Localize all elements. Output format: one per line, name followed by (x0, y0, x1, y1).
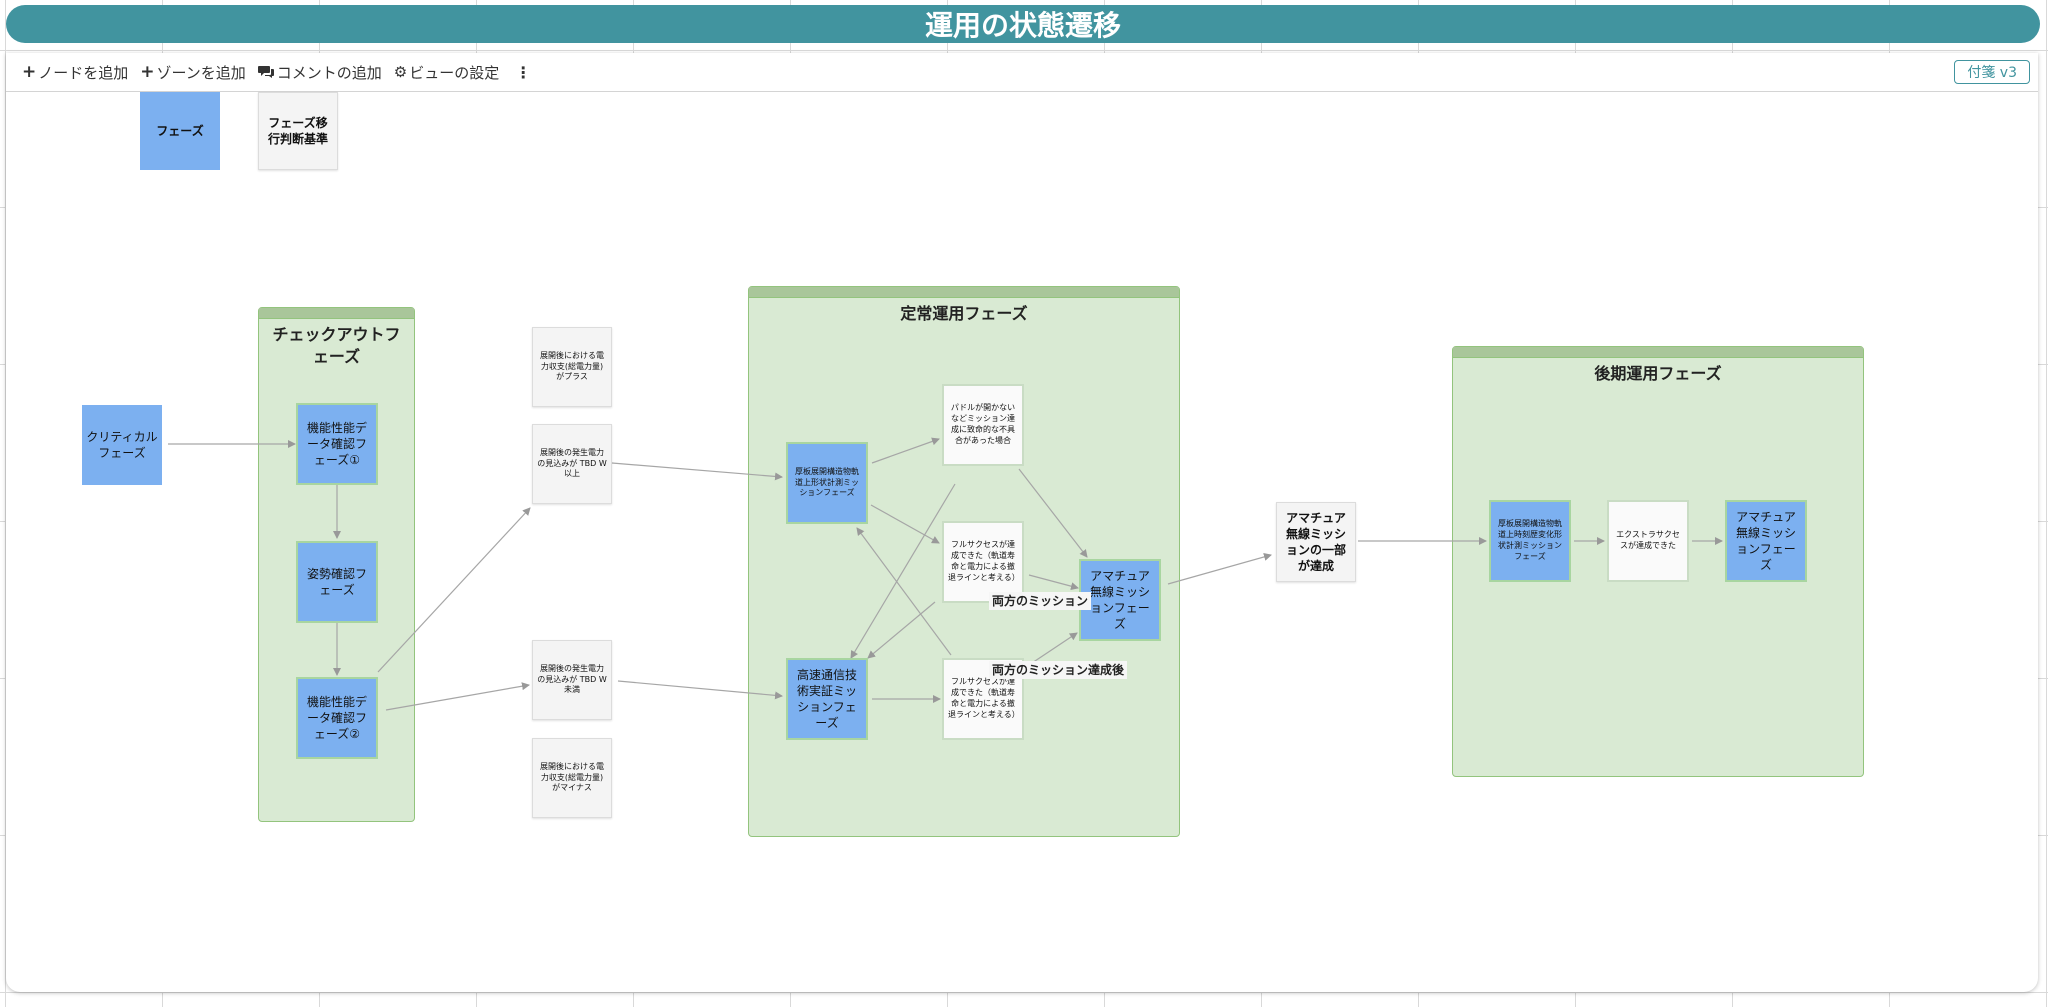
note-amateur-partial[interactable]: アマチュア無線ミッションの一部が達成 (1276, 502, 1356, 582)
legend-phase[interactable]: フェーズ (140, 92, 220, 170)
node-func1[interactable]: 機能性能データ確認フェーズ① (296, 403, 378, 485)
gear-icon: ⚙ (393, 63, 408, 81)
add-comment-label: コメントの追加 (276, 63, 382, 82)
zone-header[interactable] (259, 308, 414, 319)
app-title-bar: 運用の状態遷移 (6, 5, 2040, 43)
note-power-tbd-down[interactable]: 展開後の発生電力の見込みが TBD W 未満 (532, 640, 612, 720)
node-comm-tech[interactable]: 高速通信技術実証ミッションフェーズ (786, 658, 868, 740)
add-zone-label: ゾーンを追加 (156, 63, 246, 82)
add-zone-button[interactable]: + ゾーンを追加 (140, 62, 246, 83)
note-power-minus[interactable]: 展開後における電力収支(総電力量)がマイナス (532, 738, 612, 818)
node-func2[interactable]: 機能性能データ確認フェーズ② (296, 677, 378, 759)
plus-icon: + (22, 62, 37, 82)
legend-criteria[interactable]: フェーズ移行判断基準 (258, 92, 338, 170)
more-vertical-icon[interactable]: ⋮ (515, 62, 532, 82)
note-extra-success[interactable]: エクストラサクセスが達成できた (1607, 500, 1689, 582)
app-title: 運用の状態遷移 (924, 9, 1121, 42)
zone-title-regular: 定常運用フェーズ (900, 304, 1028, 323)
note-power-plus[interactable]: 展開後における電力収支(総電力量)がプラス (532, 327, 612, 407)
note-power-tbd-up[interactable]: 展開後の発生電力の見込みが TBD W 以上 (532, 424, 612, 504)
node-critical[interactable]: クリティカルフェーズ (82, 405, 162, 485)
add-comment-button[interactable]: コメントの追加 (257, 62, 382, 83)
note-paddle-fail[interactable]: パドルが開かないなどミッション達成に致命的な不具合があった場合 (942, 384, 1024, 466)
comments-icon (257, 66, 274, 78)
zone-title-late: 後期運用フェーズ (1594, 364, 1722, 383)
edge-amateur-partial (1167, 553, 1272, 585)
toolbar: + ノードを追加 + ゾーンを追加 コメントの追加 ⚙ ビューの設定 ⋮ 付箋 … (6, 53, 2038, 92)
add-node-label: ノードを追加 (38, 63, 129, 82)
node-attitude[interactable]: 姿勢確認フェーズ (296, 541, 378, 623)
plus-icon: + (140, 62, 155, 82)
zone-header[interactable] (1453, 347, 1863, 358)
node-longterm-measure[interactable]: 厚板展開構造物軌道上時刻歴変化形状計測ミッションフェーズ (1489, 500, 1571, 582)
edge-label-both-missions[interactable]: 両方のミッション (989, 592, 1092, 610)
sticky-version-badge[interactable]: 付箋 v3 (1954, 60, 2030, 84)
zone-header[interactable] (749, 287, 1179, 298)
zone-title-checkout: チェックアウトフェーズ (272, 325, 401, 366)
node-amateur-late[interactable]: アマチュア無線ミッションフェーズ (1725, 500, 1807, 582)
add-node-button[interactable]: + ノードを追加 (22, 62, 128, 83)
view-settings-button[interactable]: ⚙ ビューの設定 (394, 62, 499, 83)
diagram-canvas[interactable]: チェックアウトフェーズ 定常運用フェーズ 後期運用フェーズ (6, 53, 2038, 992)
edge-label-both-missions-after[interactable]: 両方のミッション達成後 (989, 661, 1128, 679)
diagram-board[interactable]: チェックアウトフェーズ 定常運用フェーズ 後期運用フェーズ (6, 53, 2038, 992)
note-full-success-1[interactable]: フルサクセスが達成できた（軌道寿命と電力による撤退ラインと考える） (942, 521, 1024, 603)
node-structure-measure[interactable]: 厚板展開構造物軌道上形状計測ミッションフェーズ (786, 442, 868, 524)
view-settings-label: ビューの設定 (409, 63, 500, 82)
node-amateur[interactable]: アマチュア無線ミッションフェーズ (1079, 559, 1161, 641)
